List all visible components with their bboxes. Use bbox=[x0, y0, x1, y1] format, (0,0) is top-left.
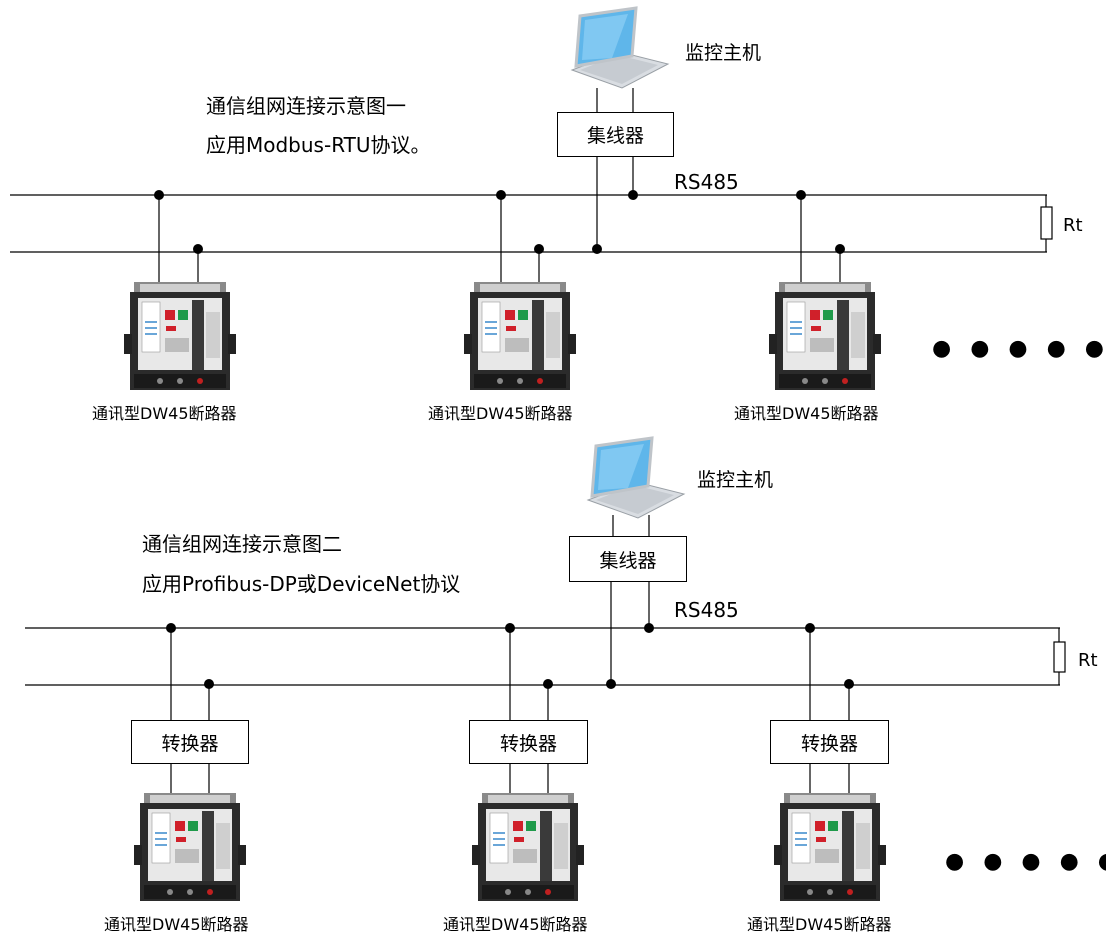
diagram-2-breaker-label-2: 通讯型DW45断路器 bbox=[443, 915, 588, 934]
circuit-breaker-icon bbox=[463, 281, 577, 391]
junction-dot bbox=[166, 623, 176, 633]
junction-dot bbox=[204, 679, 214, 689]
junction-dot bbox=[805, 623, 815, 633]
diagram-2-terminator-label: Rt bbox=[1078, 650, 1098, 671]
junction-dot bbox=[606, 679, 616, 689]
junction-dot bbox=[592, 244, 602, 254]
diagram-2-bus-label: RS485 bbox=[674, 598, 739, 622]
junction-dot bbox=[534, 244, 544, 254]
laptop-icon bbox=[586, 436, 686, 520]
diagram-1-host-label: 监控主机 bbox=[685, 42, 762, 64]
diagram-2-continuation-dots: ● ● ● ● ● ● bbox=[945, 849, 1106, 874]
diagram-2 bbox=[25, 436, 1066, 902]
diagram-2-converter-box-3: 转换器 bbox=[770, 720, 889, 764]
junction-dot bbox=[193, 244, 203, 254]
junction-dot bbox=[835, 244, 845, 254]
diagram-1-breaker-label-2: 通讯型DW45断路器 bbox=[428, 404, 573, 423]
resistor-icon bbox=[1040, 206, 1053, 240]
junction-dot bbox=[154, 190, 164, 200]
diagram-1-continuation-dots: ● ● ● ● ● ● bbox=[932, 336, 1106, 361]
diagram-1-breaker-label-1: 通讯型DW45断路器 bbox=[92, 404, 237, 423]
diagram-1-caption-line1: 通信组网连接示意图一 bbox=[206, 94, 406, 118]
junction-dot bbox=[644, 623, 654, 633]
diagram-1-hub-box: 集线器 bbox=[557, 112, 674, 157]
diagram-2-converter-box-1: 转换器 bbox=[131, 720, 249, 764]
diagram-1 bbox=[10, 6, 1053, 391]
diagram-2-host-label: 监控主机 bbox=[697, 469, 774, 491]
diagram-2-breaker-label-1: 通讯型DW45断路器 bbox=[104, 915, 249, 934]
diagram-2-converter-box-2: 转换器 bbox=[469, 720, 588, 764]
diagram-1-terminator-label: Rt bbox=[1063, 215, 1083, 236]
circuit-breaker-icon bbox=[768, 281, 882, 391]
diagram-1-bus-label: RS485 bbox=[674, 170, 739, 194]
junction-dot bbox=[496, 190, 506, 200]
diagram-2-breaker-label-3: 通讯型DW45断路器 bbox=[747, 915, 892, 934]
junction-dot bbox=[628, 190, 638, 200]
circuit-breaker-icon bbox=[123, 281, 237, 391]
junction-dot bbox=[505, 623, 515, 633]
junction-dot bbox=[543, 679, 553, 689]
diagram-2-caption-line1: 通信组网连接示意图二 bbox=[142, 532, 342, 556]
circuit-breaker-icon bbox=[773, 792, 887, 902]
junction-dot bbox=[844, 679, 854, 689]
circuit-breaker-icon bbox=[471, 792, 585, 902]
diagram-1-caption-line2: 应用Modbus-RTU协议。 bbox=[206, 133, 431, 157]
resistor-icon bbox=[1053, 641, 1066, 673]
diagram-2-caption-line2: 应用Profibus-DP或DeviceNet协议 bbox=[142, 572, 461, 596]
diagram-1-breaker-label-3: 通讯型DW45断路器 bbox=[734, 404, 879, 423]
junction-dot bbox=[796, 190, 806, 200]
diagram-2-hub-box: 集线器 bbox=[569, 536, 687, 582]
circuit-breaker-icon bbox=[133, 792, 247, 902]
laptop-icon bbox=[570, 6, 670, 90]
